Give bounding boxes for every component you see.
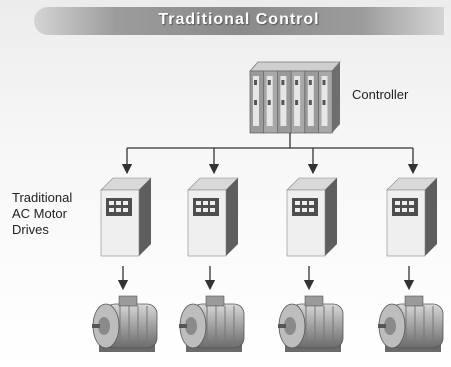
diagram-title: Traditional Control <box>158 11 320 28</box>
ac-drive-icon <box>187 177 239 257</box>
controller-module <box>290 70 306 134</box>
controller-label: Controller <box>352 87 409 102</box>
ac-motor-icon <box>278 295 344 352</box>
controller-module <box>276 70 292 134</box>
controller-module <box>318 70 333 134</box>
ac-motor-icon <box>179 295 245 352</box>
controller-icon <box>249 61 341 134</box>
title-bar <box>34 7 444 35</box>
drives-label-line3: Drives <box>12 222 49 237</box>
controller-module <box>249 70 265 134</box>
ac-drive-icon <box>286 177 338 257</box>
controller-module <box>304 70 319 134</box>
ac-motor-icon <box>378 295 444 352</box>
drive-column-2 <box>179 148 245 352</box>
signal-lines <box>127 133 413 149</box>
controller-module <box>263 70 278 134</box>
drives-label-line2: AC Motor <box>12 206 67 221</box>
ac-drive-icon <box>386 177 438 257</box>
drive-column-3 <box>278 148 344 352</box>
drives-label-line1: Traditional <box>12 190 73 205</box>
drive-column-1 <box>92 148 158 352</box>
drive-column-4 <box>378 148 444 352</box>
ac-drive-icon <box>100 177 152 257</box>
ac-motor-icon <box>92 295 158 352</box>
